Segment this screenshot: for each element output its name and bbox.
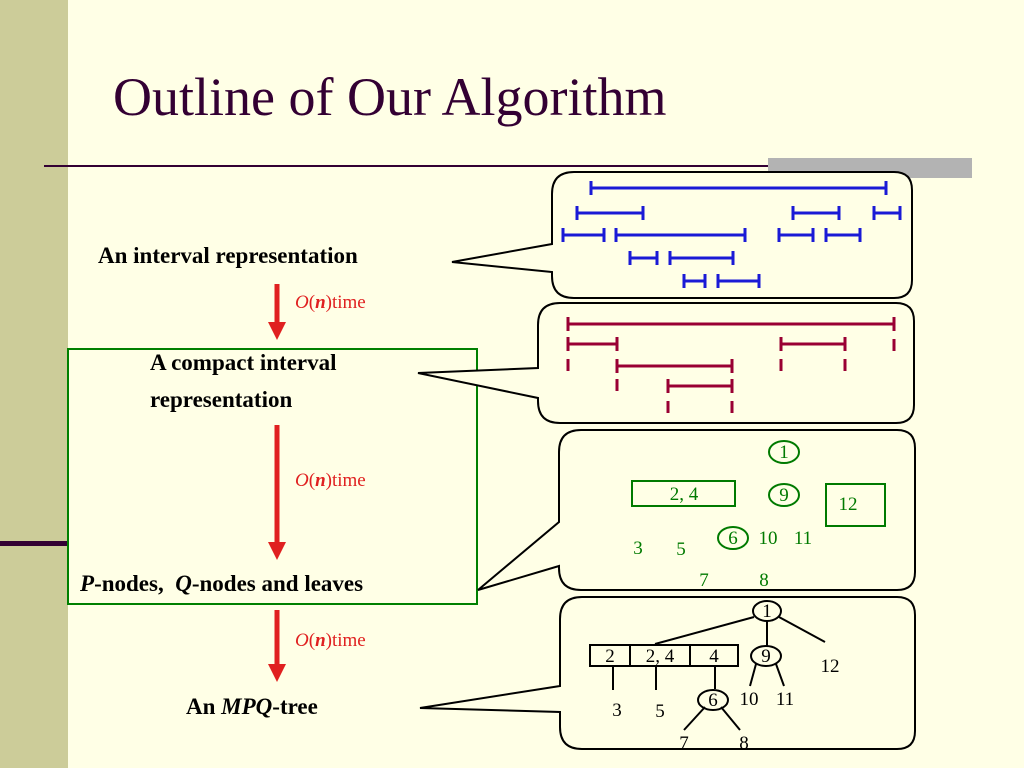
sidebar-underline <box>0 541 68 546</box>
tree-leaf-5: 5 <box>655 701 665 722</box>
arrow-step-1 <box>268 284 286 340</box>
tree-p6-label: 6 <box>708 690 718 711</box>
callout-tree-panel <box>419 596 916 750</box>
time-rp: ) <box>325 630 332 651</box>
slide-title: Outline of Our Algorithm <box>113 67 667 127</box>
tree-p9-label: 9 <box>761 646 771 667</box>
node-6-label: 6 <box>728 528 738 549</box>
step-interval-representation: An interval representation <box>98 243 358 268</box>
leaf-8-label: 8 <box>759 570 769 591</box>
time-lp: ( <box>308 630 316 651</box>
callout-nodes-panel <box>477 429 916 591</box>
p-letter: P <box>80 571 95 596</box>
time-rp: ) <box>325 292 332 313</box>
node-shapes <box>631 440 886 550</box>
p-rest: -nodes, <box>94 571 176 596</box>
mpq-suffix: -tree <box>272 694 318 719</box>
q-rest: -nodes and leaves <box>191 571 364 596</box>
q-letter: Q <box>175 571 192 596</box>
time-word: time <box>331 292 366 313</box>
time-o: O <box>295 470 309 491</box>
q-node-12-label: 12 <box>839 494 858 515</box>
time-lp: ( <box>308 470 316 491</box>
time-n: n <box>315 292 326 313</box>
time-word: time <box>331 630 366 651</box>
sidebar-accent <box>0 0 68 768</box>
tree-leaf-7: 7 <box>679 733 689 754</box>
q-node-24-label: 2, 4 <box>670 484 699 505</box>
time-label-3: O(n)time <box>295 630 366 652</box>
step-pq-nodes: P-nodes, Q-nodes and leaves <box>80 571 363 597</box>
time-o: O <box>295 292 309 313</box>
tree-q-cell-2: 2, 4 <box>646 646 675 667</box>
mpq-name: MPQ <box>221 694 273 719</box>
time-lp: ( <box>308 292 316 313</box>
compact-step-box <box>67 348 478 605</box>
time-word: time <box>331 470 366 491</box>
leaf-7-label: 7 <box>699 570 709 591</box>
leaf-5-label: 5 <box>676 539 686 560</box>
callout-compact-panel <box>417 302 915 424</box>
leaf-3-label: 3 <box>633 538 643 559</box>
node-9-label: 9 <box>779 485 789 506</box>
compact-segments <box>566 317 896 413</box>
leaf-11-label: 11 <box>794 528 812 549</box>
tree-edges <box>612 616 826 731</box>
tree-q-cell-3: 4 <box>709 646 719 667</box>
step-compact-line-1: A compact interval <box>150 350 337 375</box>
mpq-prefix: An <box>186 694 222 719</box>
time-label-2: O(n)time <box>295 470 366 492</box>
arrow-step-2 <box>268 425 286 560</box>
time-label-1: O(n)time <box>295 292 366 314</box>
tree-root-label: 1 <box>762 601 772 622</box>
arrow-step-3 <box>268 610 286 682</box>
time-n: n <box>315 470 326 491</box>
tree-leaf-12: 12 <box>821 656 840 677</box>
time-o: O <box>295 630 309 651</box>
tree-leaf-8: 8 <box>739 733 749 754</box>
node-1-label: 1 <box>779 442 789 463</box>
tree-shapes <box>589 600 782 711</box>
tree-q-cell-1: 2 <box>605 646 615 667</box>
step-compact-line-2: representation <box>150 387 293 412</box>
step-mpq-tree: An MPQ-tree <box>186 694 318 720</box>
leaf-10-label: 10 <box>759 528 778 549</box>
time-rp: ) <box>325 470 332 491</box>
interval-segments <box>561 181 902 288</box>
tree-leaf-3: 3 <box>612 700 622 721</box>
tree-leaf-10: 10 <box>740 689 759 710</box>
tree-leaf-11: 11 <box>776 689 794 710</box>
time-n: n <box>315 630 326 651</box>
